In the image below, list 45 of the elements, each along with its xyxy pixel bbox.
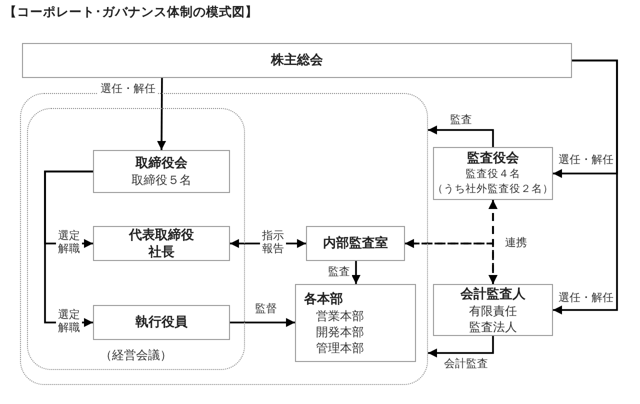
edge-label: 指示報告: [260, 229, 286, 255]
dotted-region: [20, 93, 428, 385]
arrow: [352, 261, 360, 284]
diagram-title: 【コーポレート･ガバナンス体制の模式図】: [4, 4, 258, 21]
arrow: [428, 336, 494, 358]
box-title: 会計監査人: [460, 286, 526, 302]
org-box: [93, 226, 230, 261]
org-box: [433, 284, 553, 336]
dotted-region: [27, 108, 245, 370]
box-text: 営業本部: [316, 308, 364, 324]
edge-label: 監査: [326, 265, 352, 278]
meeting-box: [22, 43, 572, 78]
arrow: [44, 170, 93, 327]
edge-label: 選任・解任: [98, 82, 158, 95]
box-text: 監査法人: [469, 318, 517, 334]
box-title: 株主総会: [271, 52, 323, 69]
box-text: 管理本部: [316, 340, 364, 356]
box-text: 取締役５名: [132, 172, 192, 188]
org-box: [93, 305, 230, 340]
edge-label: 選定解職: [56, 308, 82, 334]
edge-label: 連携: [503, 236, 529, 249]
box-title: 監査役会: [467, 150, 519, 167]
org-box: [93, 150, 230, 193]
edge-label: 選定解職: [56, 229, 82, 255]
region-label: （経営会議）: [99, 347, 173, 363]
arrow: [428, 126, 494, 147]
box-title: 執行役員: [136, 314, 188, 331]
org-box: [295, 284, 416, 362]
arrow: [157, 78, 166, 150]
box-text: 監査役４名: [466, 167, 520, 182]
box-title: 取締役会: [136, 155, 188, 172]
org-box: [433, 147, 553, 200]
org-box: [306, 226, 405, 261]
arrow: [553, 60, 618, 314]
box-title: 内部監査室: [323, 235, 388, 252]
box-title: 各本部: [304, 290, 343, 308]
box-text: （うち社外監査役２名）: [432, 182, 554, 197]
edge-label: 選任・解任: [557, 153, 615, 166]
edge-label: 選任・解任: [557, 291, 615, 304]
arrow: [230, 318, 295, 327]
box-title: 代表取締役: [129, 226, 194, 244]
box-text: 有限責任: [469, 302, 517, 318]
dashed-arrow: [405, 239, 498, 284]
box-title: 社長: [148, 244, 174, 260]
box-text: 開発本部: [316, 324, 364, 340]
